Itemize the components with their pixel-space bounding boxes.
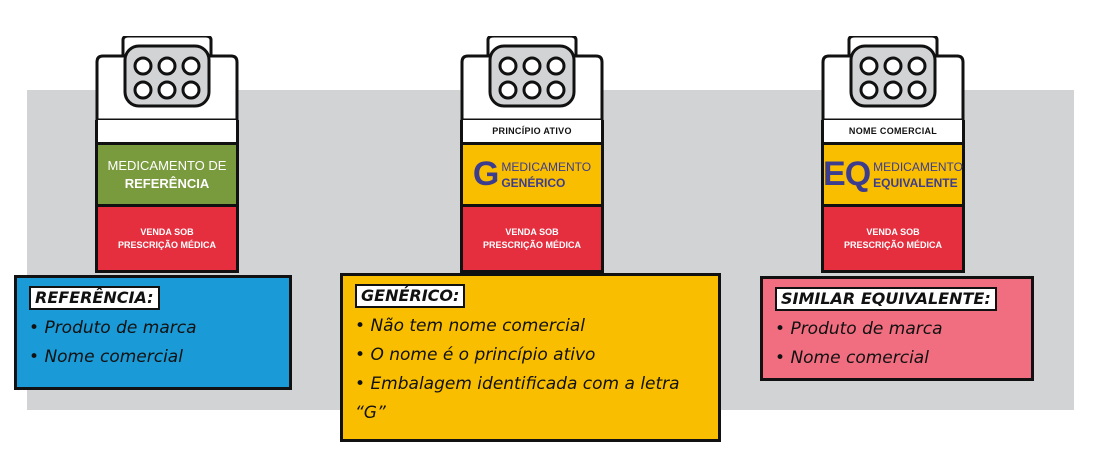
similar-info-box: SIMILAR EQUIVALENTE: Produto de marca No…	[760, 276, 1034, 381]
package-top-label: NOME COMERCIAL	[821, 120, 965, 142]
package-name-line1: MEDICAMENTO DE	[107, 157, 227, 173]
package-top-label	[95, 120, 239, 142]
pill-blister-top	[821, 36, 965, 120]
prescription-line1: VENDA SOB	[505, 226, 559, 237]
list-item: Produto de marca	[775, 315, 1019, 344]
prescription-panel: VENDA SOB PRESCRIÇÃO MÉDICA	[821, 207, 965, 273]
referencia-box-title: REFERÊNCIA:	[29, 286, 160, 310]
list-item: Produto de marca	[29, 314, 277, 343]
list-item: O nome é o princípio ativo	[355, 341, 706, 370]
referencia-info-box: REFERÊNCIA: Produto de marca Nome comerc…	[14, 275, 292, 390]
prescription-panel: VENDA SOB PRESCRIÇÃO MÉDICA	[95, 207, 239, 273]
package-name-panel: G MEDICAMENTO GENÉRICO	[460, 142, 604, 207]
package-name-line2: EQUIVALENTE	[873, 175, 958, 190]
package-equivalente: NOME COMERCIAL EQ MEDICAMENTO EQUIVALENT…	[821, 36, 965, 273]
pill-blister-icon	[95, 36, 239, 120]
equivalente-letters: EQ	[823, 155, 871, 193]
package-name-line1: MEDICAMENTO	[873, 159, 963, 174]
prescription-panel: VENDA SOB PRESCRIÇÃO MÉDICA	[460, 207, 604, 273]
package-generico: PRINCÍPIO ATIVO G MEDICAMENTO GENÉRICO V…	[460, 36, 604, 273]
package-name-panel: EQ MEDICAMENTO EQUIVALENTE	[821, 142, 965, 207]
package-top-label: PRINCÍPIO ATIVO	[460, 120, 604, 142]
list-item: Nome comercial	[29, 343, 277, 372]
prescription-line1: VENDA SOB	[866, 226, 920, 237]
package-name-panel: MEDICAMENTO DE REFERÊNCIA	[95, 142, 239, 207]
list-item: Embalagem identificada com a letra “G”	[355, 370, 706, 428]
prescription-line2: PRESCRIÇÃO MÉDICA	[117, 239, 216, 250]
pill-blister-icon	[821, 36, 965, 120]
package-referencia: MEDICAMENTO DE REFERÊNCIA VENDA SOB PRES…	[95, 36, 239, 273]
list-item: Não tem nome comercial	[355, 312, 706, 341]
package-name-line1: MEDICAMENTO	[501, 159, 592, 174]
prescription-line1: VENDA SOB	[140, 226, 194, 237]
pill-blister-top	[460, 36, 604, 120]
generico-info-box: GENÉRICO: Não tem nome comercial O nome …	[340, 273, 721, 442]
prescription-line2: PRESCRIÇÃO MÉDICA	[843, 239, 942, 250]
pill-blister-icon	[460, 36, 604, 120]
generico-letter: G	[472, 155, 499, 193]
list-item: Nome comercial	[775, 344, 1019, 373]
package-name-line2: GENÉRICO	[501, 175, 566, 190]
package-name-line2: REFERÊNCIA	[124, 175, 210, 191]
similar-box-title: SIMILAR EQUIVALENTE:	[775, 287, 997, 311]
generico-box-title: GENÉRICO:	[355, 284, 466, 308]
pill-blister-top	[95, 36, 239, 120]
prescription-line2: PRESCRIÇÃO MÉDICA	[482, 239, 581, 250]
